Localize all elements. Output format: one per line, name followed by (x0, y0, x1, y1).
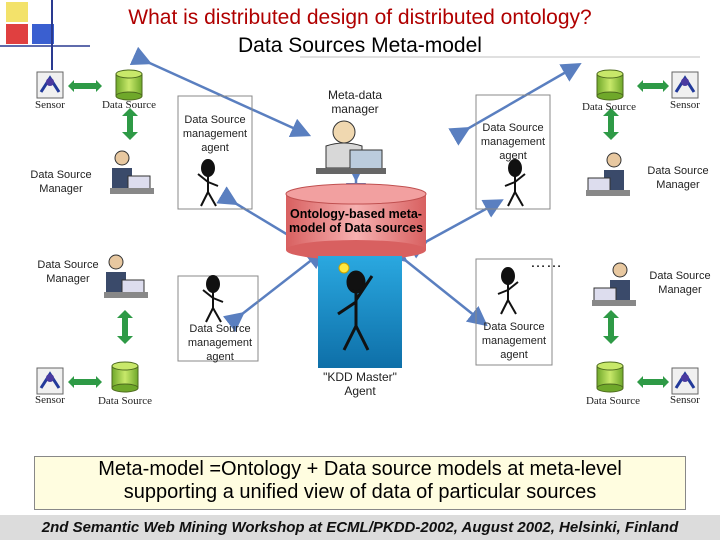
sensor-label: Sensor (35, 394, 65, 406)
manager-figures (104, 120, 636, 306)
logo-squares (0, 0, 700, 70)
data-source-label: Data Source (97, 395, 153, 407)
ds-manager-label: Data Source Manager (647, 165, 709, 191)
sensor-icons (36, 71, 699, 395)
sensor-label: Sensor (35, 99, 65, 111)
kdd-master-panel (318, 256, 402, 368)
data-source-label: Data Source (101, 99, 157, 111)
data-source-label: Data Source (581, 101, 637, 113)
ontology-cylinder (285, 183, 427, 260)
slide-subtitle: Data Sources Meta-model (238, 34, 482, 57)
green-arrows (68, 80, 669, 388)
summary-line-1: Meta-model =Ontology + Data source model… (98, 458, 622, 480)
sensor-label: Sensor (670, 99, 700, 111)
sensor-label: Sensor (670, 394, 700, 406)
metadata-manager-label: Meta-data manager (327, 88, 383, 116)
ontology-label: Ontology-based meta-model of Data source… (288, 207, 424, 235)
data-source-label: Data Source (585, 395, 641, 407)
ds-manager-label: Data Source Manager (649, 270, 711, 296)
ds-management-agent-label: Data Source management agent (187, 323, 253, 363)
ds-management-agent-label: Data Source management agent (480, 122, 546, 162)
ds-management-agent-label: Data Source management agent (481, 321, 547, 361)
kdd-master-label: "KDD Master" Agent (323, 370, 397, 398)
ellipsis-dots: …… (530, 254, 562, 271)
footer-bar: 2nd Semantic Web Mining Workshop at ECML… (0, 515, 720, 540)
ds-manager-label: Data Source Manager (37, 259, 99, 285)
agent-figures (197, 159, 526, 323)
database-icons (111, 69, 624, 393)
ds-manager-label: Data Source Manager (30, 169, 92, 195)
slide-title: What is distributed design of distribute… (128, 6, 592, 29)
summary-line-2: supporting a unified view of data of par… (123, 481, 597, 503)
box-outlines (177, 94, 553, 366)
summary-box (34, 456, 686, 510)
ds-management-agent-label: Data Source management agent (182, 114, 248, 154)
